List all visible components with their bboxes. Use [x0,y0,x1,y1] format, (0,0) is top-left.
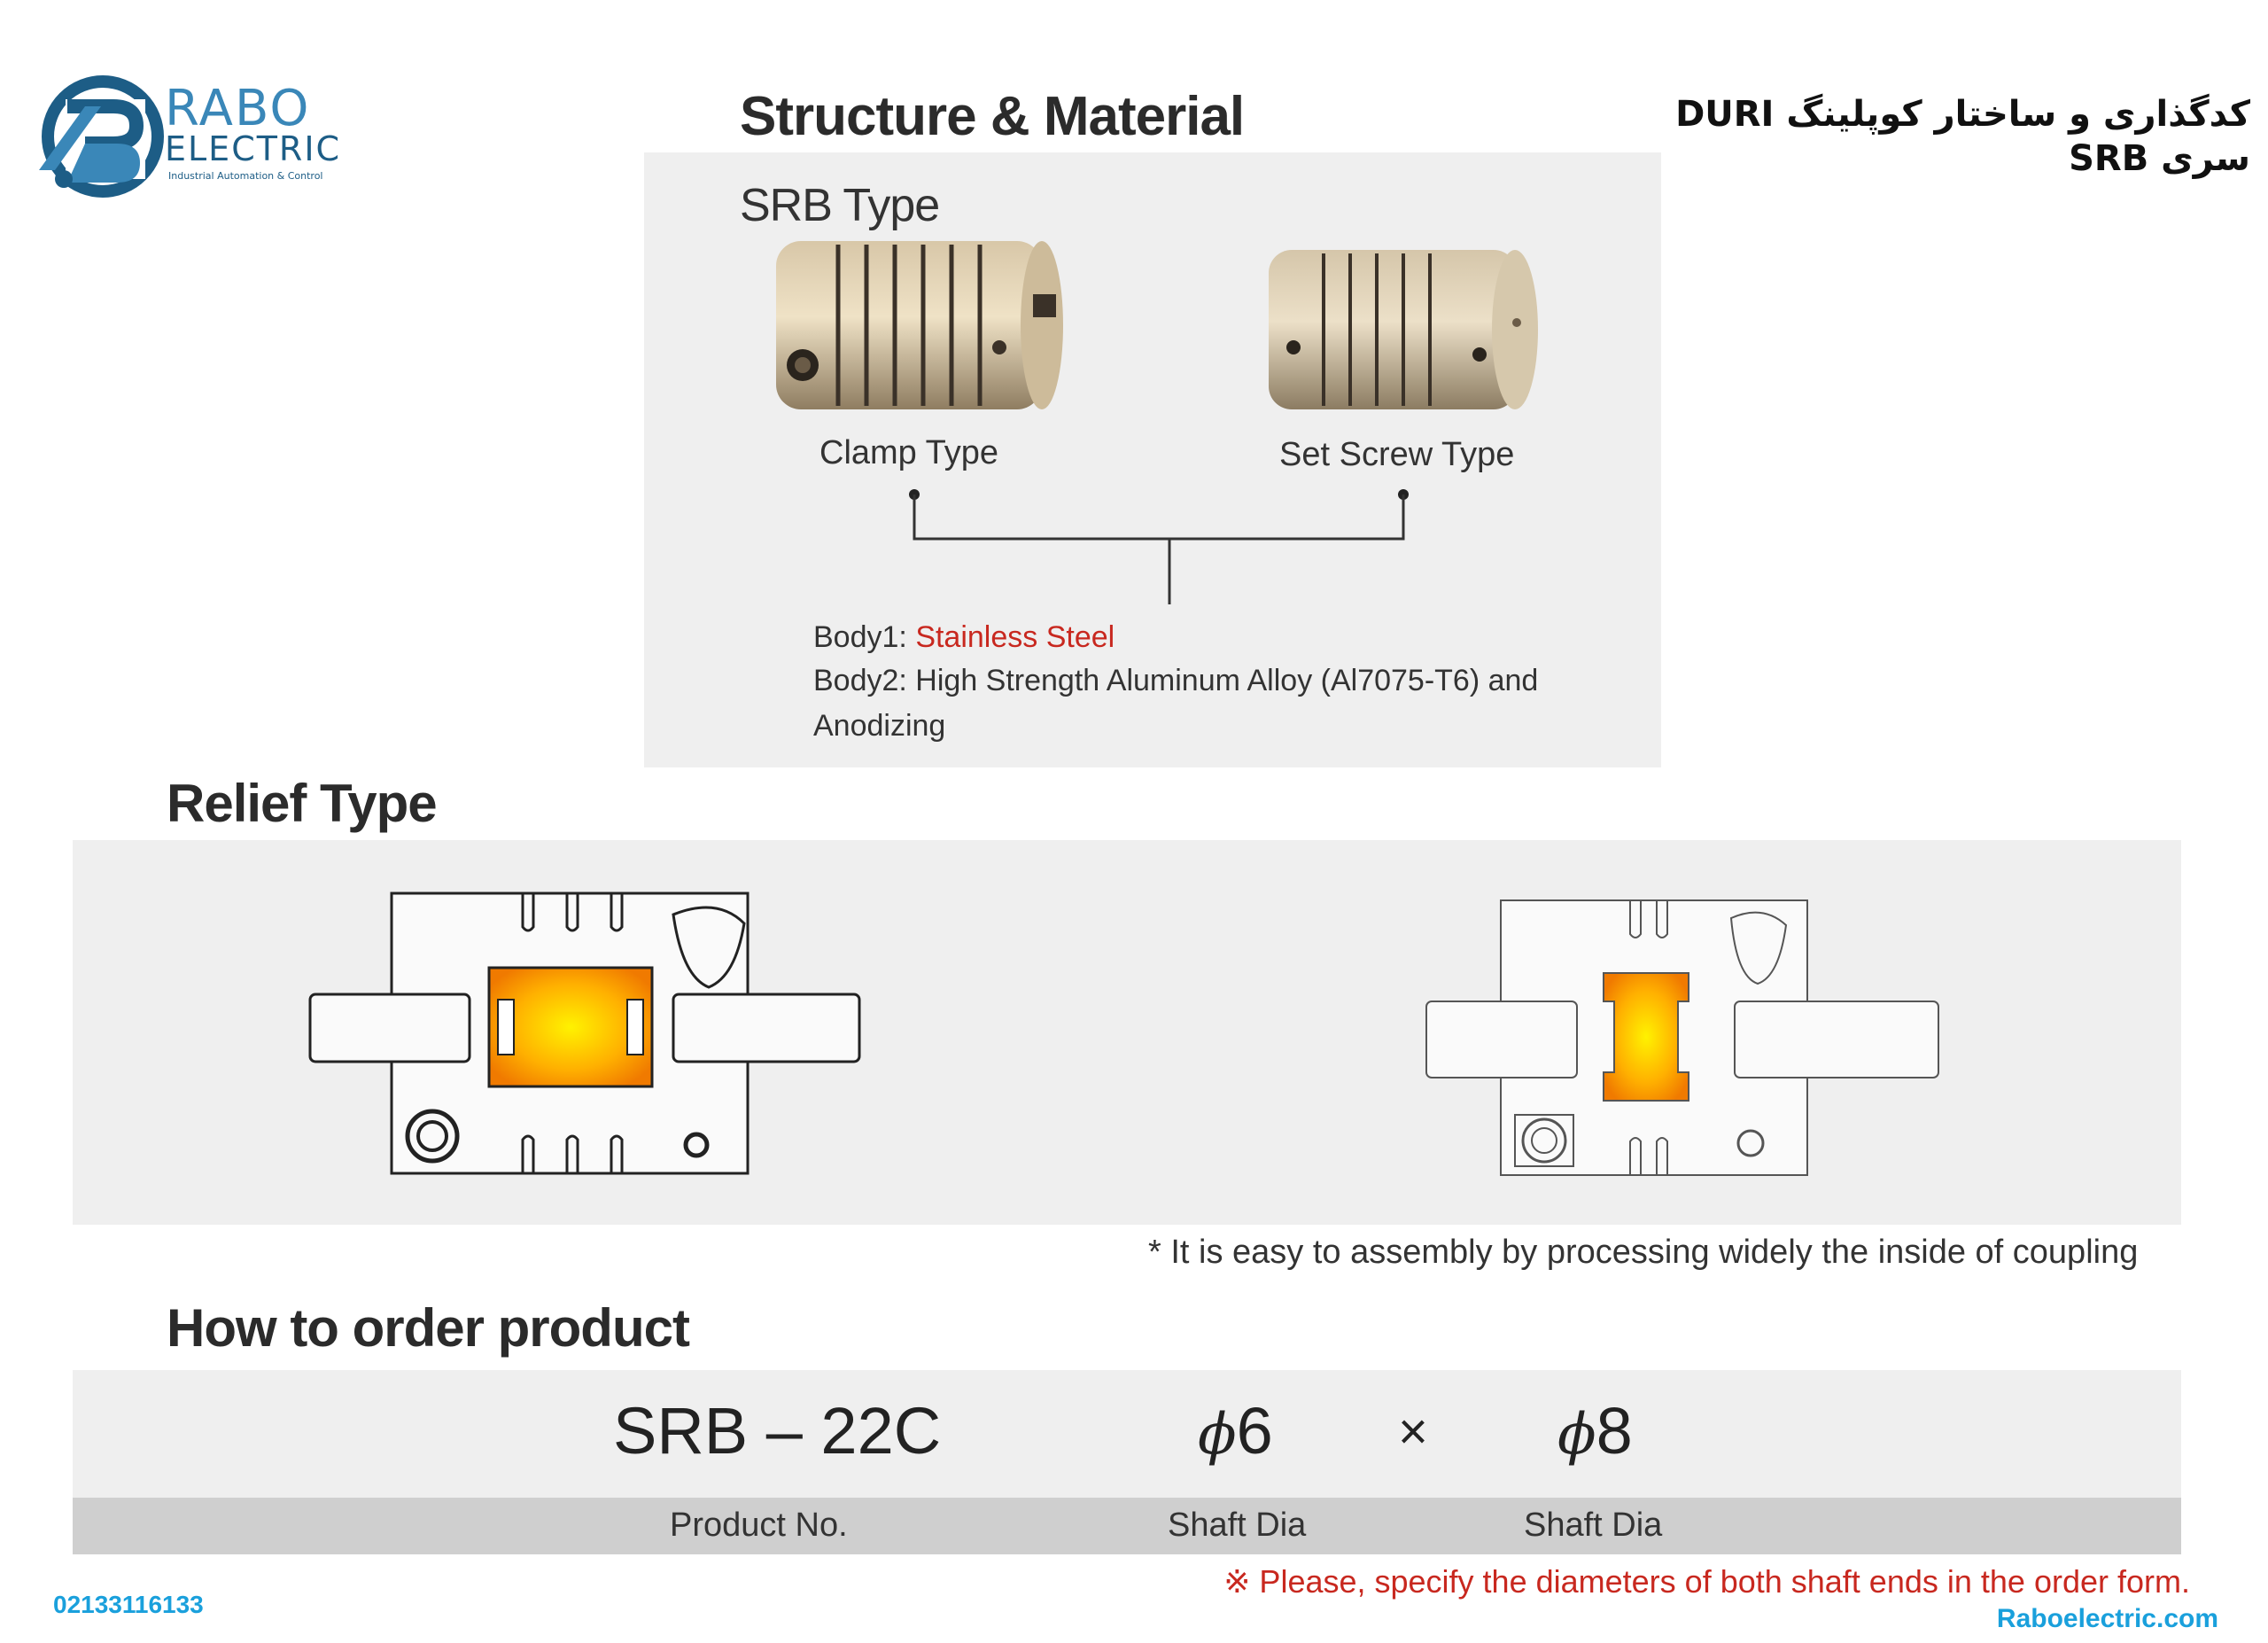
rabo-logo-mark-icon [39,75,164,198]
logo-tagline: Industrial Automation & Control [168,170,323,182]
order-heading: How to order product [167,1298,690,1358]
page-title: کدگذاری و ساختار کوپلینگ DURI سری SRB [1612,92,2250,181]
footer-phone: 02133116133 [53,1591,204,1618]
clamp-type-coupling-image [776,241,1063,409]
page-title-line-1: کدگذاری و ساختار کوپلینگ DURI [1675,94,2250,135]
relief-drawing-clamp [308,892,861,1175]
logo-brand: RABO [165,80,311,137]
type-connector-bracket [909,489,1409,604]
page-title-line-2: سری SRB [2069,138,2250,179]
times-symbol: × [1398,1403,1428,1460]
order-labels-bar [73,1498,2181,1554]
order-shaft-dia-1: ϕ6 [1198,1393,1273,1468]
set-screw-type-label: Set Screw Type [1279,436,1515,473]
body2-material-line-1: Body2: High Strength Aluminum Alloy (Al7… [813,664,1539,697]
body2-material-line-2: Anodizing [813,709,946,743]
logo-subtitle: ELECTRIC [165,129,342,168]
shaft-dia-2-value: 8 [1596,1394,1633,1468]
structure-heading: Structure & Material [740,86,1245,147]
order-note: ※ Please, specify the diameters of both … [1223,1563,2190,1600]
set-screw-type-coupling-image [1269,250,1538,409]
footer-website-link[interactable]: Raboelectric.com [1996,1604,2218,1633]
phi-symbol-1: ϕ [1198,1402,1237,1468]
phi-symbol-2: ϕ [1557,1402,1596,1468]
product-no-label: Product No. [670,1507,848,1544]
order-code-panel [73,1370,2181,1498]
body1-material-name: Stainless Steel [915,620,1115,654]
company-logo: RABO ELECTRIC Industrial Automation & Co… [32,64,339,214]
shaft-dia-1-value: 6 [1236,1394,1273,1468]
order-product-code: SRB – 22C [613,1394,942,1468]
relief-drawing-set-screw [1425,899,1939,1176]
order-shaft-dia-2: ϕ8 [1557,1393,1633,1468]
relief-note: * It is easy to assembly by processing w… [1148,1234,2139,1271]
body1-material: Body1: Stainless Steel [813,620,1115,655]
relief-heading: Relief Type [167,774,438,833]
shaft-dia-2-label: Shaft Dia [1524,1507,1663,1544]
srb-type-label: SRB Type [740,180,940,231]
shaft-dia-1-label: Shaft Dia [1168,1507,1307,1544]
body1-prefix: Body1: [813,620,916,654]
clamp-type-label: Clamp Type [819,434,999,471]
